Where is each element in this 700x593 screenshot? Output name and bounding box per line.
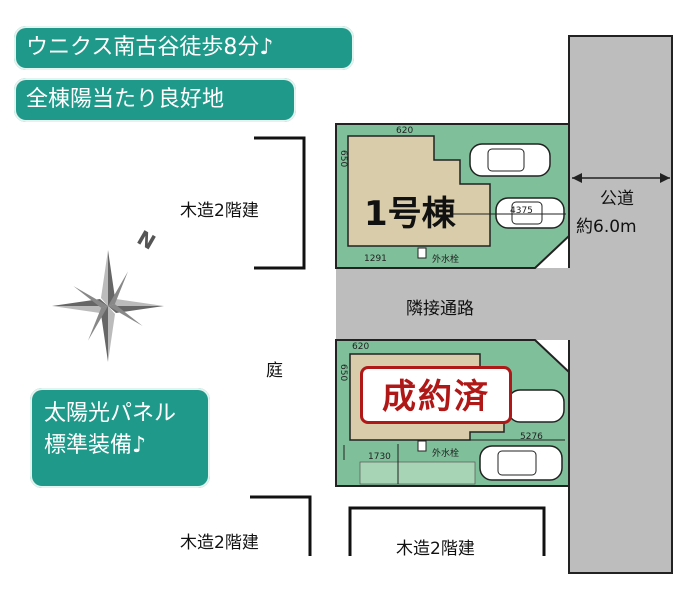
station-badge: ウニクス南古谷徒歩8分♪ xyxy=(14,26,354,70)
public-road xyxy=(568,35,673,574)
neighbor-bottom-center-label: 木造2階建 xyxy=(396,539,475,559)
building-1-label: 1号棟 xyxy=(364,194,456,234)
sunlight-badge: 全棟陽当たり良好地 xyxy=(14,78,296,122)
sold-stamp: 成約済 xyxy=(360,366,512,424)
shared-driveway xyxy=(336,268,570,340)
car-lot2-top xyxy=(507,389,565,423)
lot1-parking-dim: 4375 xyxy=(510,206,533,216)
lot1-water-label: 外水栓 xyxy=(432,255,460,265)
lot2-depth-dim: 650 xyxy=(338,364,348,382)
sunlight-badge-text: 全棟陽当たり良好地 xyxy=(26,87,225,112)
lot1-width-dim: 620 xyxy=(396,126,414,136)
solar-badge: 太陽光パネル 標準装備♪ xyxy=(30,388,210,488)
garden-label: 庭 xyxy=(266,361,283,381)
solar-badge-line2: 標準装備♪ xyxy=(44,433,147,458)
lot2-width-dim: 620 xyxy=(352,342,370,352)
lot2-parking-dim: 5276 xyxy=(520,432,543,442)
public-road-width: 約6.0m xyxy=(576,217,637,237)
public-road-label: 公道 xyxy=(600,189,634,209)
lot2-bottom-dim: 1730 xyxy=(368,452,391,462)
neighbor-bottom-center-outline xyxy=(348,506,546,556)
car-lot1-bottom xyxy=(495,197,565,229)
lot1-bottom-dim: 1291 xyxy=(364,254,387,264)
water-tap-2 xyxy=(417,440,427,452)
garden-planting xyxy=(359,461,476,485)
lot2-water-label: 外水栓 xyxy=(432,449,460,459)
compass-icon xyxy=(52,250,164,362)
water-tap-1 xyxy=(417,247,427,259)
car-lot2-bottom xyxy=(479,445,563,481)
neighbor-left-outline xyxy=(254,136,306,270)
shared-road-label: 隣接通路 xyxy=(406,299,474,319)
building-1 xyxy=(347,135,491,247)
neighbor-bottom-left-label: 木造2階建 xyxy=(180,533,259,553)
neighbor-left-label: 木造2階建 xyxy=(180,201,259,221)
car-lot1-top xyxy=(469,143,551,177)
lot1-depth-dim: 650 xyxy=(338,150,348,168)
station-badge-text: ウニクス南古谷徒歩8分♪ xyxy=(26,35,274,60)
neighbor-bottom-left-outline xyxy=(250,495,312,556)
solar-badge-line1: 太陽光パネル xyxy=(44,401,177,426)
